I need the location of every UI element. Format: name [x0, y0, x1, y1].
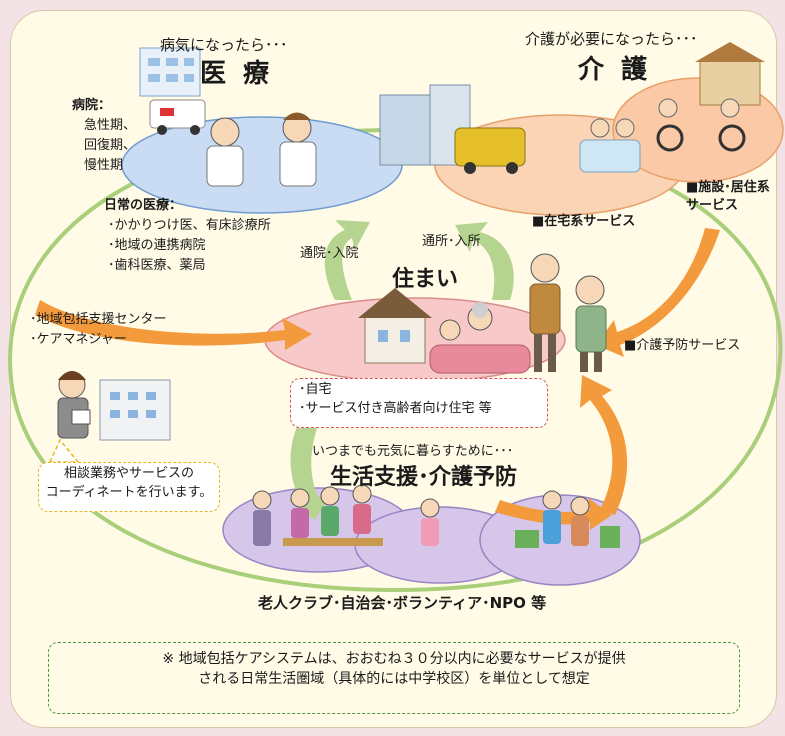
family-sofa [429, 302, 531, 374]
green-arrow-care [455, 222, 514, 300]
area-note: ※ 地域包括ケアシステムは、おおむね３０分以内に必要なサービスが提供 される日常… [48, 642, 740, 714]
facility-service-label-1: ■施設･居住系 [686, 180, 770, 195]
daily-item-clinic: ･かかりつけ医、有床診療所 [108, 218, 271, 233]
home-service-label: ■在宅系サービス [532, 214, 636, 229]
note-line-2: される日常生活圏域（具体的には中学校区）を単位として想定 [198, 671, 590, 688]
orange-arrow-right-top [596, 228, 720, 357]
note-line-1: ※ 地域包括ケアシステムは、おおむね３０分以内に必要なサービスが提供 [162, 651, 626, 667]
elderly-couple [529, 253, 607, 372]
coordination-bubble: 相談業務やサービスの コーディネートを行います。 [38, 462, 220, 512]
bath-care [579, 118, 641, 173]
community-groups: 老人クラブ･自治会･ボランティア･NPO 等 [258, 594, 547, 612]
care-van [454, 127, 526, 174]
community-ring [7, 127, 783, 593]
hospital-label: 病院： [72, 98, 112, 113]
prevention-service-label: ■介護予防サービス [624, 338, 741, 353]
life-support-title: 生活支援･介護予防 [330, 465, 518, 490]
hospital-item-recovery: 回復期、 [84, 138, 137, 153]
senior-group [252, 484, 440, 546]
care-manager-item: ･ケアマネジャー [30, 332, 127, 347]
daily-item-dental: ･歯科医療、薬局 [108, 258, 206, 273]
orange-arrow-right-bottom [580, 375, 628, 515]
housing-types-box: ･自宅 ･サービス付き高齢者向け住宅 等 [290, 378, 548, 428]
support-center-building [99, 379, 171, 441]
life-support-lead: いつまでも元気に暮らすために･･･ [312, 444, 514, 459]
bubble-line-1: 相談業務やサービスの [63, 466, 194, 481]
daily-care-label: 日常の医療： [104, 198, 183, 213]
green-arrow-medical [324, 220, 370, 300]
housing-item-home: ･自宅 [299, 382, 332, 397]
doctors [206, 112, 317, 187]
volunteer-helpers [515, 490, 620, 548]
hospital-building [139, 47, 201, 97]
facility-service-label-2: サービス [686, 198, 739, 213]
hospital-item-chronic: 慢性期 [84, 158, 124, 173]
care-facility-building [379, 42, 765, 166]
flow-to-hospital: 通院･入院 [300, 246, 359, 261]
care-manager [57, 371, 91, 439]
care-title: 介 護 [578, 55, 652, 85]
house [358, 288, 432, 364]
support-center-item: ･地域包括支援センター [30, 312, 167, 327]
flow-to-daycare: 通所･入所 [422, 234, 481, 249]
care-lead: 介護が必要になったら･･･ [525, 30, 698, 48]
housing-title: 住まい [392, 267, 459, 292]
medical-lead: 病気になったら･･･ [160, 36, 288, 54]
bubble-tail [48, 438, 80, 463]
bubble-line-2: コーディネートを行います。 [45, 484, 213, 500]
housing-item-serviced: ･サービス付き高齢者向け住宅 等 [299, 400, 492, 416]
wheelchair-people [656, 98, 746, 152]
ambulance [149, 99, 206, 135]
hospital-item-acute: 急性期、 [84, 118, 137, 133]
orange-arrow-left [35, 300, 312, 350]
medical-title: 医 療 [200, 59, 274, 89]
daily-item-hospital: ･地域の連携病院 [108, 238, 206, 253]
